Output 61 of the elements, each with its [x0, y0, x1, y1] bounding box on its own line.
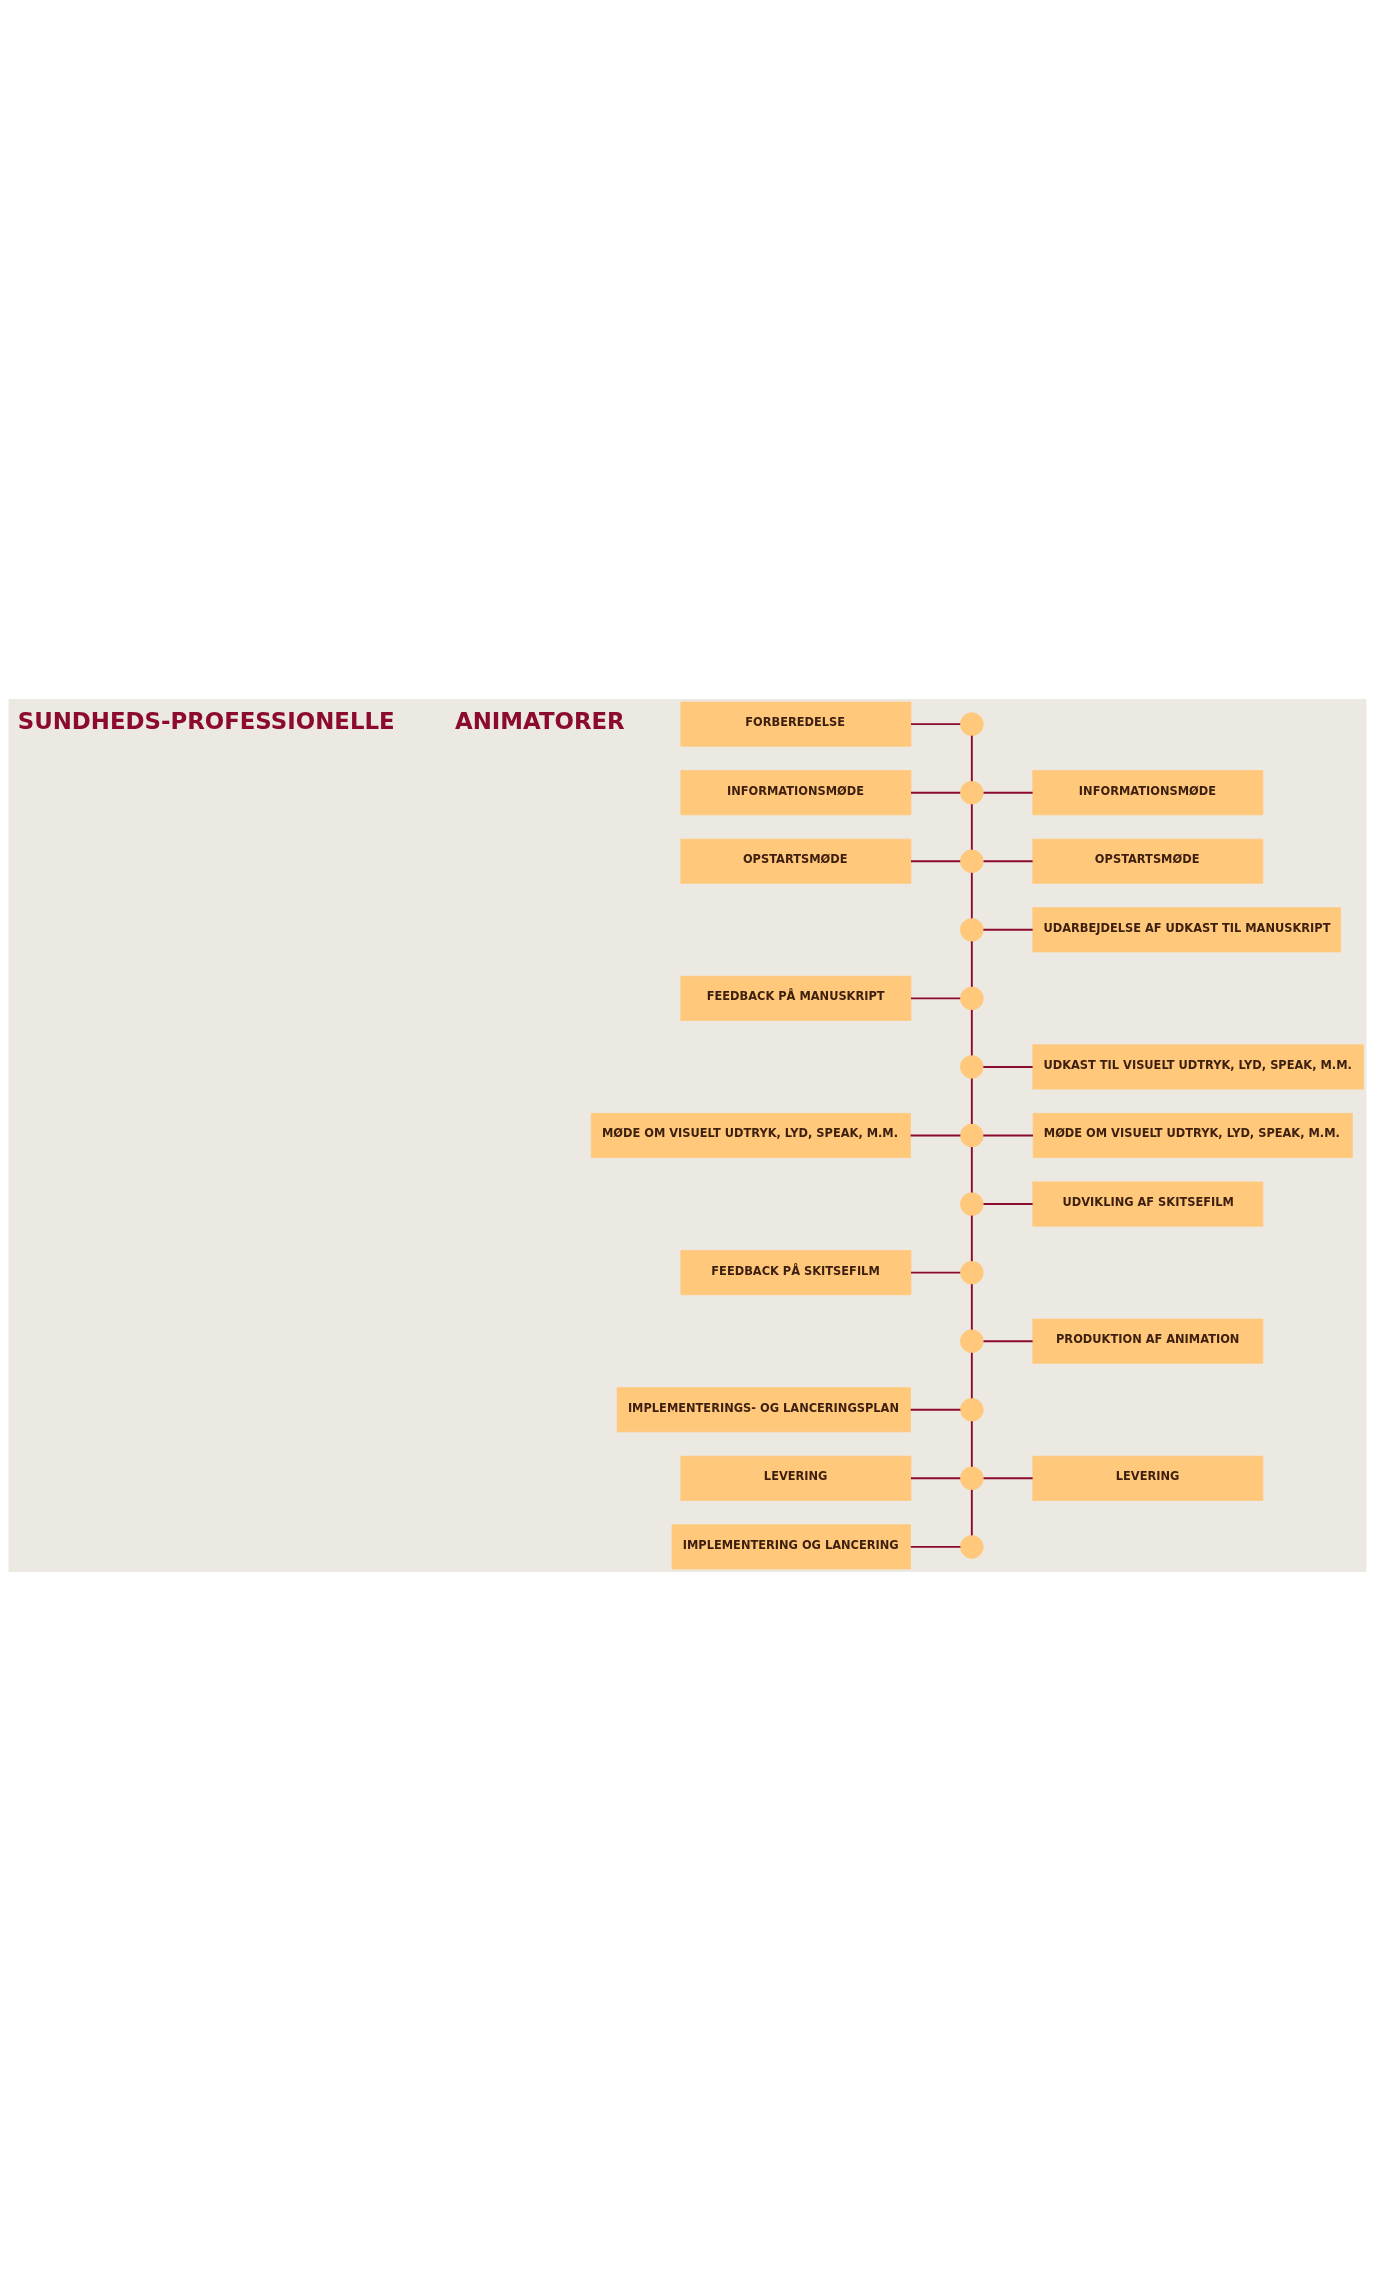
connector	[910, 723, 962, 726]
connector	[909, 1408, 962, 1411]
connector	[970, 1351, 973, 1400]
connector	[970, 1214, 973, 1263]
node-box: LEVERING	[680, 1455, 912, 1501]
connector	[970, 1283, 973, 1331]
connector	[982, 1203, 1034, 1205]
node-circle	[960, 986, 984, 1011]
connector	[970, 1077, 973, 1125]
node-circle	[960, 1260, 984, 1285]
node-box: IMPLEMENTERING OG LANCERING	[671, 1524, 911, 1570]
connector	[982, 928, 1034, 931]
node-circle	[960, 1192, 984, 1216]
connector	[982, 1477, 1034, 1480]
connector	[982, 860, 1034, 863]
label: SUNDHEDS-PROFESSIONELLE	[17, 708, 395, 735]
connector	[970, 734, 973, 783]
connector	[910, 1271, 962, 1274]
connector	[909, 1134, 962, 1137]
node-box: LEVERING	[1032, 1455, 1264, 1501]
node-box: UDARBEJDELSE AF UDKAST TIL MANUSKRIPT	[1032, 907, 1341, 953]
node-circle	[960, 1329, 984, 1353]
node-circle	[960, 1397, 984, 1422]
node-box: UDKAST TIL VISUELT UDTRYK, LYD, SPEAK, M.M.	[1032, 1044, 1364, 1090]
connector	[910, 860, 962, 863]
node-box: MØDE OM VISUELT UDTRYK, LYD, SPEAK, M.M.	[1032, 1113, 1353, 1158]
node-box: UDVIKLING AF SKITSEFILM	[1032, 1181, 1264, 1227]
connector	[970, 871, 973, 920]
node-box: IMPLEMENTERINGS- OG LANCERINGSPLAN	[616, 1387, 911, 1433]
connector	[970, 1488, 973, 1537]
node-circle	[960, 1055, 984, 1079]
connector	[982, 1340, 1034, 1343]
connector	[970, 1008, 973, 1057]
node-box: FEEDBACK PÅ SKITSEFILM	[680, 1250, 912, 1296]
node-circle	[960, 1466, 984, 1491]
node-box: INFORMATIONSMØDE	[680, 770, 912, 816]
node-circle	[960, 849, 984, 874]
connector	[970, 1146, 973, 1194]
connector	[970, 940, 973, 988]
label: ANIMATORER	[454, 708, 625, 735]
connector	[909, 1545, 962, 1548]
connector	[910, 997, 962, 1000]
node-circle	[960, 780, 984, 805]
node-circle	[960, 1535, 984, 1559]
connector	[910, 791, 962, 794]
node-box: PRODUKTION AF ANIMATION	[1032, 1318, 1264, 1364]
connector	[970, 803, 973, 851]
connector	[982, 791, 1034, 794]
node-box: OPSTARTSMØDE	[1032, 838, 1264, 884]
node-circle	[960, 1123, 984, 1148]
node-box: MØDE OM VISUELT UDTRYK, LYD, SPEAK, M.M.	[590, 1113, 911, 1158]
node-circle	[960, 918, 984, 942]
connector	[970, 1420, 973, 1468]
connector	[910, 1477, 962, 1480]
node-box: FEEDBACK PÅ MANUSKRIPT	[680, 975, 912, 1021]
connector	[982, 1066, 1034, 1068]
node-box: INFORMATIONSMØDE	[1032, 770, 1264, 816]
node-box: OPSTARTSMØDE	[680, 838, 912, 884]
node-box: FORBEREDELSE	[680, 701, 912, 747]
connector	[982, 1134, 1034, 1137]
node-circle	[960, 712, 984, 736]
